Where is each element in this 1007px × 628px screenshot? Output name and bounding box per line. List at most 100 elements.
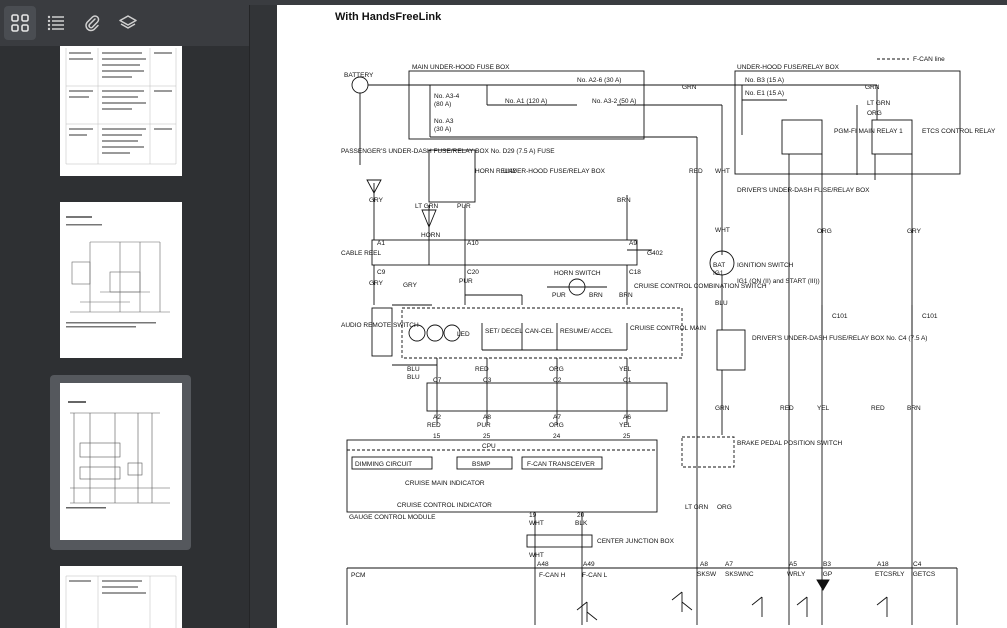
- audio-remote-label: AUDIO REMOTE SWITCH: [341, 322, 419, 329]
- sidebar: [0, 0, 249, 628]
- fuse-a3-4-rating: (80 A): [434, 101, 451, 108]
- ignition-switch-label: IGNITION SWITCH: [737, 262, 794, 269]
- document-page: With HandsFreeLink: [277, 5, 1007, 628]
- pin-c18: C18: [629, 269, 641, 276]
- pin-c3: C3: [483, 377, 492, 384]
- pin-c20: C20: [467, 269, 479, 276]
- page-thumbnail[interactable]: [60, 202, 182, 358]
- sidebar-toolbar: [0, 0, 249, 46]
- page-thumbnail[interactable]: [60, 566, 182, 628]
- page-title: With HandsFreeLink: [335, 11, 442, 23]
- wire-red-4: RED: [780, 405, 794, 412]
- wire-blu-1: BLU: [407, 366, 420, 373]
- underhood-relay-box2-label: UNDER-HOOD FUSE/RELAY BOX: [503, 168, 606, 175]
- pin-c9: C9: [377, 269, 386, 276]
- battery-label: BATTERY: [344, 72, 374, 79]
- pin-c1: C1: [623, 377, 632, 384]
- pin-c7: C7: [433, 377, 442, 384]
- wire-org-5: ORG: [717, 504, 732, 511]
- pin-19: 19: [529, 512, 537, 519]
- fuse-a3-rating: (30 A): [434, 126, 451, 133]
- fcan-transceiver-label: F-CAN TRANSCEIVER: [527, 461, 595, 468]
- wire-wht-2: WHT: [715, 227, 730, 234]
- gauge-module-label: GAUGE CONTROL MODULE: [349, 514, 436, 521]
- wire-gry-1: GRY: [369, 197, 384, 204]
- fuse-a3-2: No. A3-2 (50 A): [592, 98, 636, 105]
- horn-switch-label: HORN SWITCH: [554, 270, 601, 277]
- pin-a18: A18: [877, 561, 889, 568]
- pin-a8-pcm: A8: [700, 561, 708, 568]
- horn-relay-label: HORN RELAY: [475, 168, 517, 175]
- pin-a5: A5: [789, 561, 797, 568]
- wire-red-3: RED: [427, 422, 441, 429]
- pin-25b: 25: [623, 433, 631, 440]
- wire-pur-4: PUR: [477, 422, 491, 429]
- wire-org-1: ORG: [867, 110, 882, 117]
- pin-a10: A10: [467, 240, 479, 247]
- page-thumbnail-current[interactable]: [60, 383, 182, 540]
- cruise-combo-label: CRUISE CONTROL COMBINATION SWITCH: [634, 283, 767, 290]
- drivers-fuse-box-label: DRIVER'S UNDER-DASH FUSE/RELAY BOX: [737, 187, 870, 194]
- cpu-label: CPU: [482, 443, 496, 450]
- thumbnail-list: [0, 46, 249, 628]
- fuse-e1: No. E1 (15 A): [745, 90, 784, 97]
- pin-a9: A9: [629, 240, 637, 247]
- wire-wht-3: WHT: [529, 520, 544, 527]
- passenger-fuse-label: PASSENGER'S UNDER-DASH FUSE/RELAY BOX No…: [341, 148, 555, 155]
- page-thumbnail-preview: [65, 575, 177, 628]
- wire-yel-1: YEL: [619, 366, 632, 373]
- cruise-main-label: CRUISE CONTROL MAIN: [630, 325, 706, 332]
- fcan-l-label: F-CAN L: [582, 572, 608, 579]
- pin-a7-pcm: A7: [725, 561, 733, 568]
- wire-grn-2: GRN: [865, 84, 880, 91]
- wire-ltgrn-1: LT GRN: [415, 203, 439, 210]
- wire-org-4: ORG: [549, 422, 564, 429]
- wire-gry-2: GRY: [907, 228, 922, 235]
- wire-red-1: RED: [689, 168, 703, 175]
- page-thumbnail-preview: [65, 48, 177, 165]
- wire-blk-1: BLK: [575, 520, 588, 527]
- attachments-button[interactable]: [76, 6, 108, 40]
- wire-pur-3: PUR: [552, 292, 566, 299]
- wire-gry-4: GRY: [403, 282, 418, 289]
- page-thumbnail-preview: [66, 401, 170, 509]
- page-thumbnail-preview: [66, 216, 170, 328]
- thumbnails-button[interactable]: [4, 6, 36, 40]
- wire-wht-1: WHT: [715, 168, 730, 175]
- pin-24: 24: [553, 433, 561, 440]
- wire-pur-2: PUR: [459, 278, 473, 285]
- wire-brn-2: BRN: [589, 292, 603, 299]
- fuse-a3: No. A3: [434, 118, 454, 125]
- page-thumbnail[interactable]: [60, 46, 182, 176]
- layers-icon: [119, 15, 137, 29]
- pin-a48: A48: [537, 561, 549, 568]
- wire-org-2: ORG: [817, 228, 832, 235]
- wire-brn-3: BRN: [619, 292, 633, 299]
- wire-red-5: RED: [871, 405, 885, 412]
- layers-button[interactable]: [112, 6, 144, 40]
- dimming-label: DIMMING CIRCUIT: [355, 461, 412, 468]
- wire-org-3: ORG: [549, 366, 564, 373]
- resume-accel-label: RESUME/ ACCEL: [560, 328, 613, 335]
- cancel-label: CAN-CEL: [525, 328, 554, 335]
- main-fuse-box-label: MAIN UNDER-HOOD FUSE BOX: [412, 64, 510, 71]
- pin-c4: C4: [913, 561, 922, 568]
- bat-label: BAT: [713, 262, 725, 269]
- led-label: LED: [457, 331, 470, 338]
- wire-grn-3: GRN: [715, 405, 730, 412]
- attachments-icon: [85, 15, 100, 32]
- pcm-skswnc: SKSWNC: [725, 571, 754, 578]
- pin-20: 20: [577, 512, 585, 519]
- center-junction-label: CENTER JUNCTION BOX: [597, 538, 675, 545]
- wire-yel-3: YEL: [817, 405, 830, 412]
- outline-button[interactable]: [40, 6, 72, 40]
- pin-15: 15: [433, 433, 441, 440]
- sidebar-resize-gutter[interactable]: [249, 0, 277, 628]
- fuse-b3: No. B3 (15 A): [745, 77, 784, 84]
- pcm-wrly: WRLY: [787, 571, 806, 578]
- pcm-skwv: SKSW: [697, 571, 717, 578]
- cable-reel-label: CABLE REEL: [341, 250, 381, 257]
- underhood-relay-box-label: UNDER-HOOD FUSE/RELAY BOX: [737, 64, 840, 71]
- pin-a7: A7: [553, 414, 561, 421]
- pcm-label: PCM: [351, 572, 365, 579]
